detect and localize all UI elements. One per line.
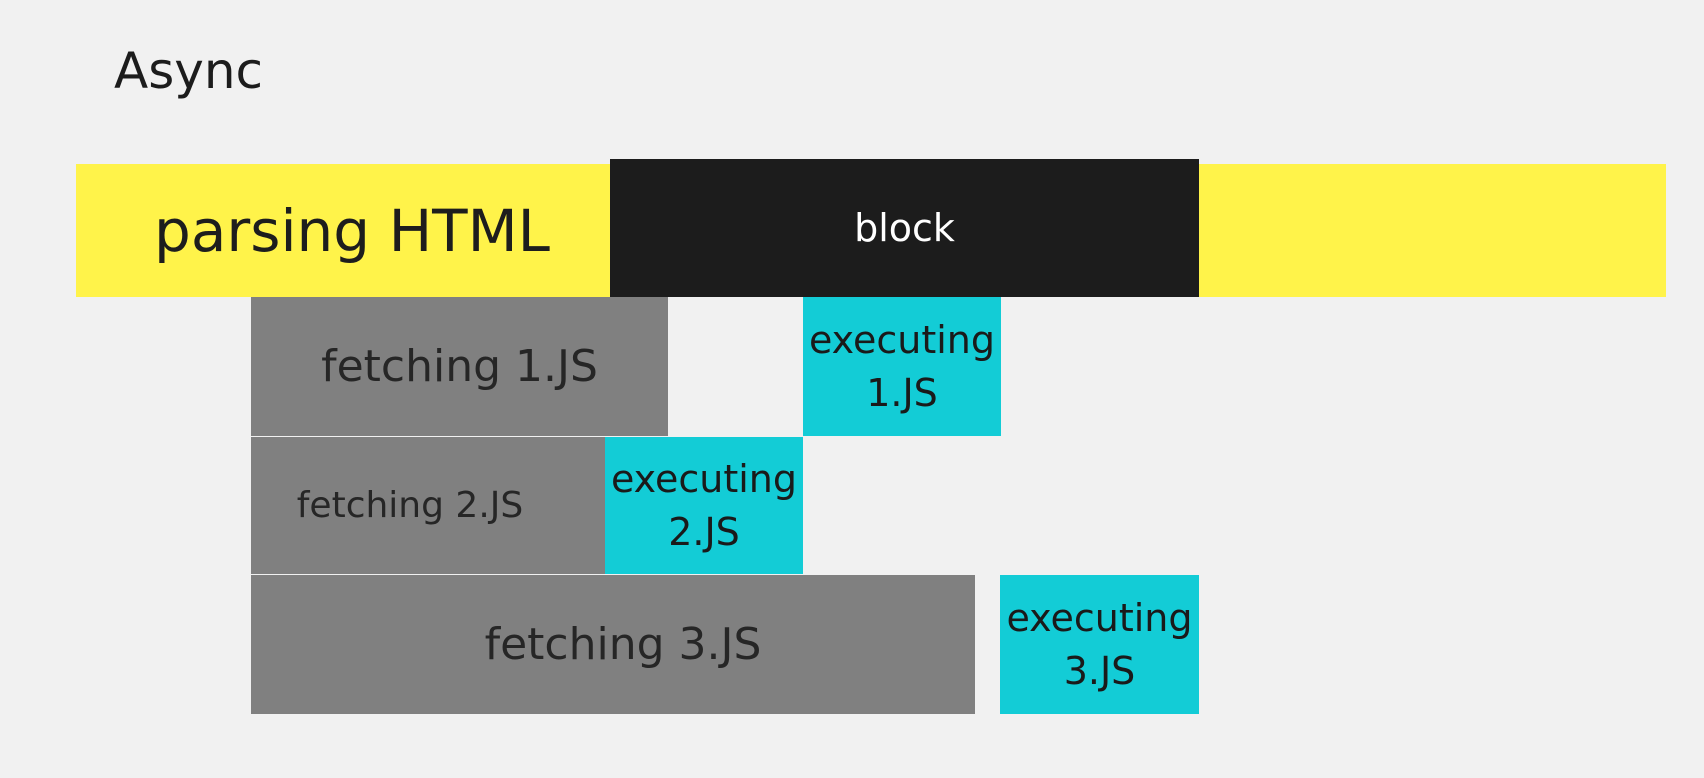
diagram-title: Async [114, 42, 264, 100]
parsing-html-continued-bar [1199, 164, 1666, 297]
executing-3-js-bar: executing 3.JS [1000, 575, 1199, 714]
executing-1-js-label: executing 1.JS [808, 318, 996, 415]
fetching-3-js-bar: fetching 3.JS [251, 575, 975, 714]
executing-2-js-label: executing 2.JS [610, 457, 798, 554]
parsing-html-bar: parsing HTML [76, 164, 610, 297]
fetching-2-js-label: fetching 2.JS [296, 485, 524, 526]
fetching-1-js-bar: fetching 1.JS [251, 297, 668, 436]
parsing-html-label: parsing HTML [154, 196, 550, 265]
fetching-3-js-label: fetching 3.JS [484, 619, 762, 670]
executing-1-js-bar: executing 1.JS [803, 297, 1001, 436]
fetching-1-js-label: fetching 1.JS [321, 341, 598, 392]
block-label: block [854, 206, 955, 250]
block-bar: block [610, 159, 1199, 297]
fetching-2-js-bar: fetching 2.JS [251, 437, 605, 574]
executing-2-js-bar: executing 2.JS [605, 437, 803, 574]
executing-3-js-label: executing 3.JS [1006, 596, 1193, 693]
